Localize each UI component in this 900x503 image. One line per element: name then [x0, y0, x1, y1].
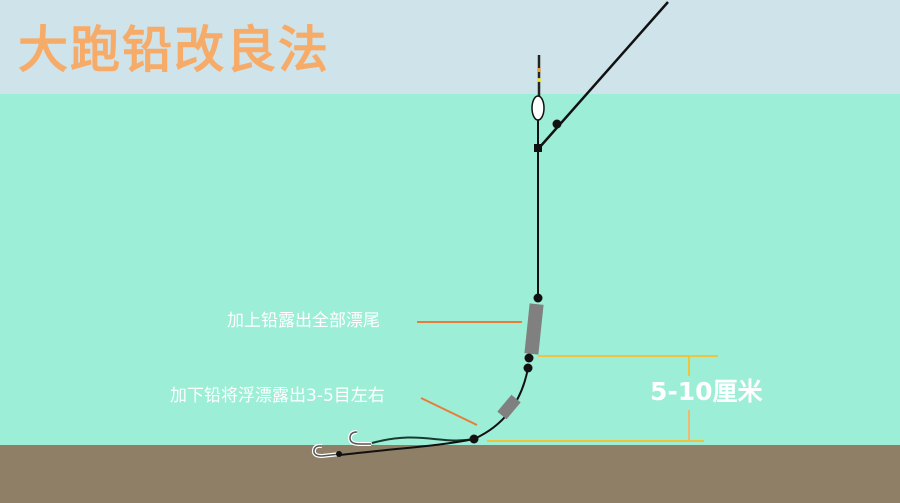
sky-area [0, 0, 900, 94]
upper-stopper-knot [533, 293, 543, 303]
hook-line-lower [339, 438, 475, 456]
hook-icon [313, 445, 341, 457]
float-body [531, 95, 545, 121]
riverbed-ground [0, 445, 900, 503]
distance-label: 5-10厘米 [650, 377, 763, 406]
rod-knot [552, 119, 562, 129]
lower-lead-label: 加下铅将浮漂露出3-5目左右 [170, 386, 385, 406]
water-area [0, 94, 900, 445]
hook-icon [349, 431, 371, 445]
upper-lead-weight [524, 303, 544, 355]
float-seat [534, 144, 542, 152]
sub-line [473, 367, 529, 440]
pointer-line-lower [420, 397, 478, 426]
lower-lead-weight [497, 394, 521, 420]
diagram-title: 大跑铅改良法 [18, 21, 330, 79]
upper-lead-label: 加上铅露出全部漂尾 [227, 311, 380, 331]
